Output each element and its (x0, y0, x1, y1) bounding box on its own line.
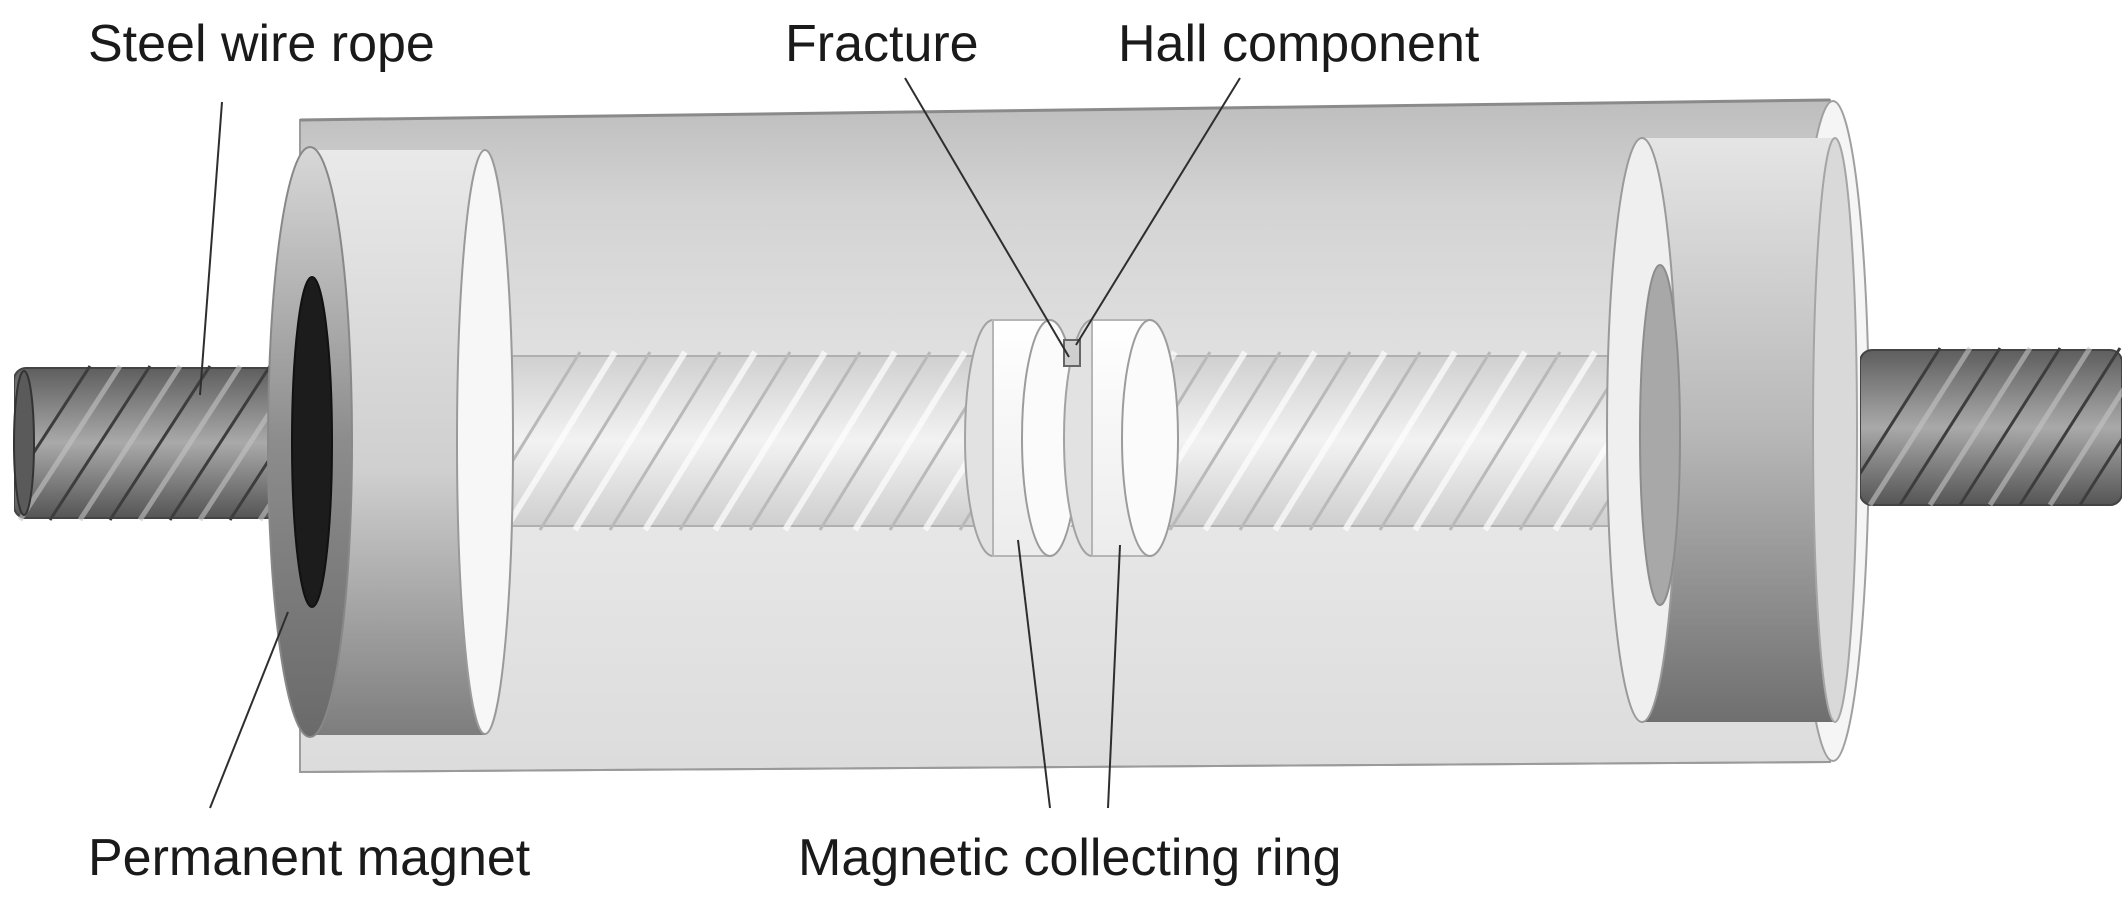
leader-steel-wire-rope (199, 101, 223, 396)
label-steel-wire-rope: Steel wire rope (88, 15, 435, 73)
label-permanent-magnet: Permanent magnet (88, 829, 531, 887)
label-magnetic-collecting-ring: Magnetic collecting ring (798, 829, 1342, 887)
left-rope-tip (13, 370, 35, 516)
collecting-ring-left (964, 319, 1079, 557)
label-fracture: Fracture (785, 15, 979, 73)
leader-fracture (904, 77, 1070, 358)
left-permanent-magnet (267, 146, 514, 738)
leader-hall-component (1075, 77, 1241, 346)
leader-ring-right (1107, 544, 1121, 809)
collecting-ring-right (1063, 319, 1179, 557)
hall-component-chip (1063, 339, 1081, 367)
right-permanent-magnet (1606, 137, 1858, 723)
leader-permanent-magnet (209, 611, 289, 809)
right-rope-end (1860, 346, 2122, 507)
leader-ring-left (1017, 539, 1051, 809)
label-hall-component: Hall component (1118, 15, 1480, 73)
